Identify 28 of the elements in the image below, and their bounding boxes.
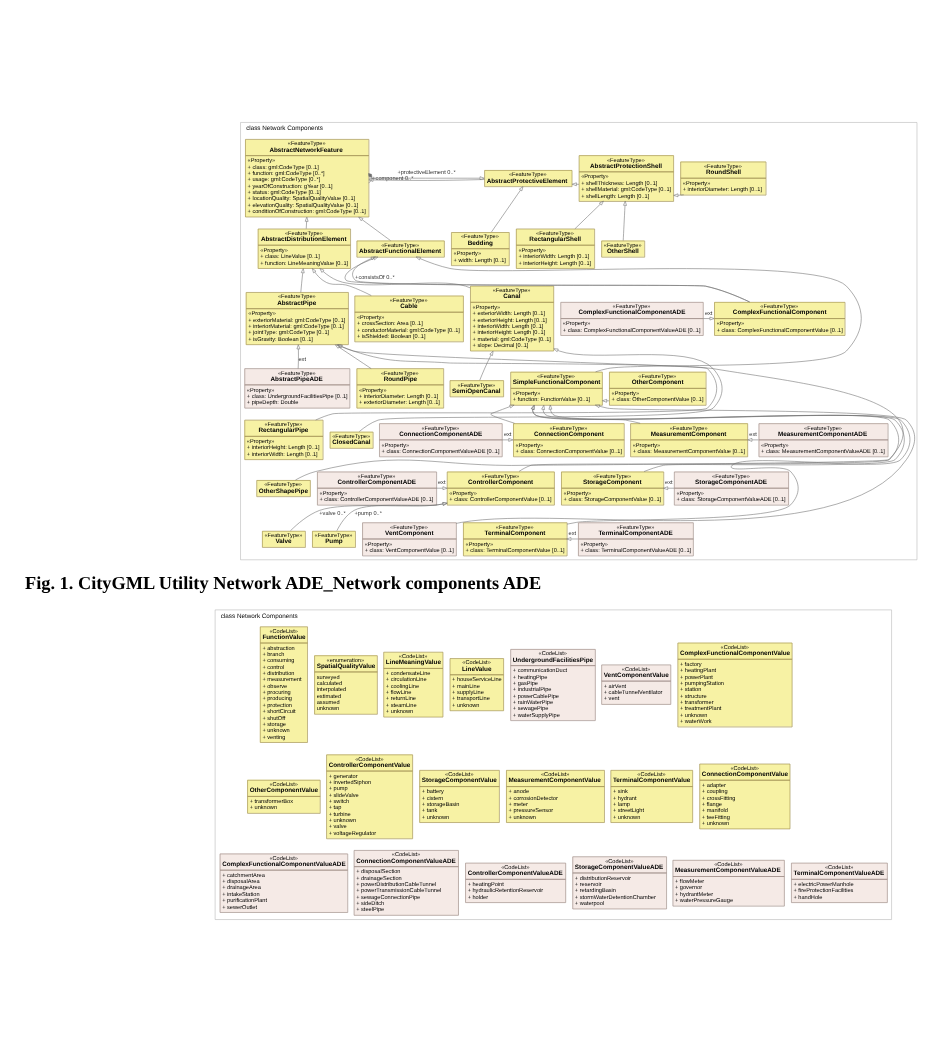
arrow bbox=[358, 216, 391, 241]
arrow bbox=[319, 268, 471, 289]
arrow bbox=[548, 404, 911, 525]
arrow bbox=[703, 316, 715, 321]
arrow bbox=[436, 486, 448, 490]
arrow bbox=[415, 256, 862, 373]
arrow bbox=[490, 404, 515, 424]
arrow bbox=[602, 399, 610, 403]
arrow bbox=[290, 502, 448, 532]
arrow bbox=[296, 344, 301, 369]
label: Fig. 1. CityGML Utility Network ADE_Network components ADE bbox=[25, 572, 542, 593]
arrow bbox=[304, 216, 309, 229]
arrow bbox=[566, 537, 579, 541]
arrow bbox=[479, 350, 494, 381]
arrow bbox=[491, 186, 524, 233]
arrow bbox=[747, 438, 759, 442]
connector bbox=[368, 173, 373, 184]
arrow bbox=[574, 200, 604, 230]
arrow bbox=[300, 268, 305, 293]
arrow bbox=[531, 404, 641, 424]
arrow bbox=[622, 200, 627, 241]
arrow bbox=[571, 182, 580, 187]
arrow bbox=[312, 268, 372, 296]
arrow bbox=[501, 438, 514, 442]
arrow bbox=[673, 193, 684, 198]
arrow bbox=[336, 502, 448, 531]
arrow bbox=[663, 486, 675, 490]
arrow bbox=[455, 404, 915, 524]
